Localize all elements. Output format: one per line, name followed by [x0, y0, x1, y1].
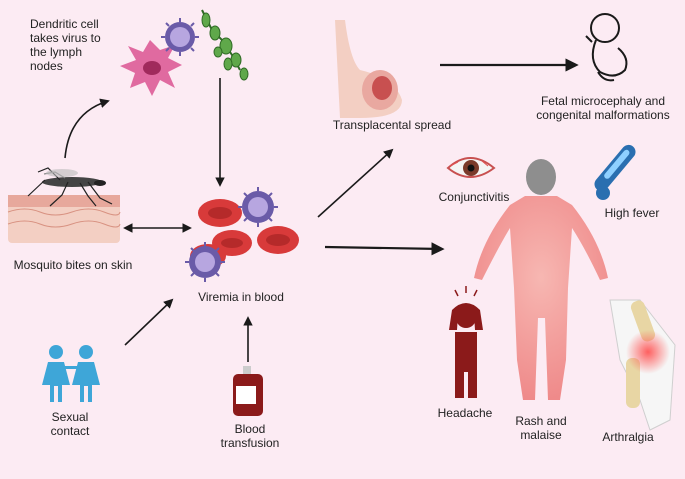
dendritic-cell-icon [120, 40, 182, 96]
arthralgia-label: Arthralgia [602, 430, 654, 444]
arrow-skin-to-dendritic [64, 98, 110, 159]
skin-layer-icon [7, 195, 121, 243]
virus-in-blood-icon [238, 187, 278, 227]
flow-arrows [64, 58, 579, 362]
lymph-node-icon [201, 9, 249, 81]
high-fever-label: High fever [604, 206, 660, 220]
headache-label: Headache [437, 406, 493, 420]
rash-malaise-label: Rash and malaise [515, 414, 567, 442]
dendritic-cell-label: Dendritic cell takes virus to the lymph … [30, 17, 101, 73]
transplacental-label: Transplacental spread [332, 118, 452, 132]
viremia-label: Viremia in blood [198, 290, 284, 304]
mosquito-icon [27, 167, 113, 207]
knee-joint-icon [609, 299, 676, 431]
arrow-blood-to-body [324, 242, 445, 256]
red-blood-cells-icon [190, 199, 299, 268]
headache-person-icon [449, 286, 483, 398]
human-body-icon [474, 159, 608, 400]
virus-particle-icon [161, 18, 199, 56]
pregnant-belly-icon [335, 20, 402, 118]
mosquito-bites-label: Mosquito bites on skin [13, 258, 133, 272]
eye-icon [446, 157, 496, 178]
virus-in-blood-icon-2 [185, 242, 225, 282]
blood-transfusion-label: Blood transfusion [220, 422, 280, 450]
fetus-icon [585, 13, 628, 82]
conjunctivitis-label: Conjunctivitis [438, 190, 510, 204]
arrow-sexual-to-blood [124, 298, 174, 346]
fetal-microcephaly-label: Fetal microcephaly and congenital malfor… [536, 94, 670, 122]
sexual-contact-label: Sexual contact [50, 410, 90, 438]
arrow-blood-to-placenta [317, 148, 394, 218]
blood-bag-icon [233, 366, 263, 416]
thermometer-icon [594, 144, 636, 200]
people-icon [42, 345, 100, 402]
